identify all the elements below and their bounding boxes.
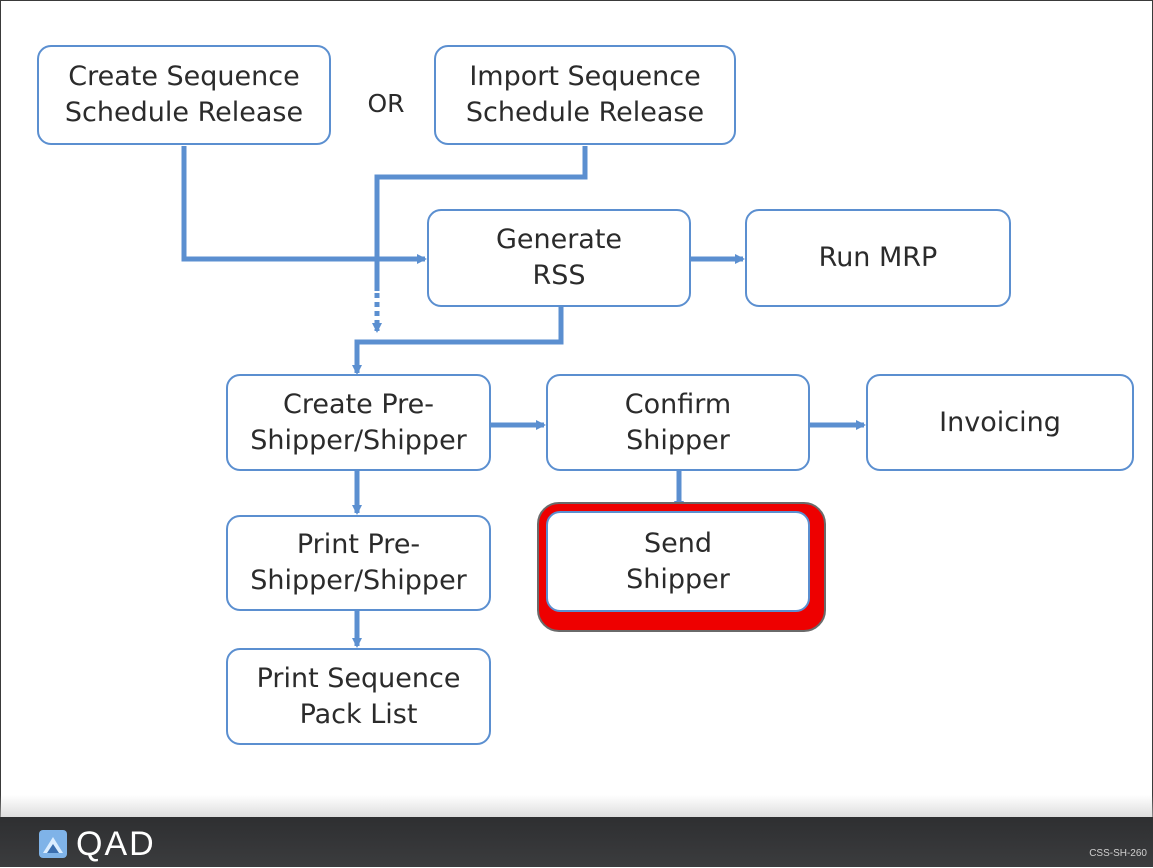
qad-logo-icon [39,830,67,858]
arrow-generate-to-create-shipper [352,307,564,375]
invoicing-box: Invoicing [866,374,1134,471]
print-shipper-label: Print Pre- Shipper/Shipper [250,529,467,596]
create-release-box: Create Sequence Schedule Release [37,45,331,145]
footer-fade [0,795,1153,817]
generate-rss-box: Generate RSS [427,209,691,307]
send-shipper-label: Send Shipper [626,527,730,595]
print-pack-list-box: Print Sequence Pack List [226,648,491,745]
print-pack-list-label: Print Sequence Pack List [256,662,461,730]
print-shipper-box: Print Pre- Shipper/Shipper [226,515,491,611]
footer-bar [0,817,1153,867]
confirm-shipper-box: Confirm Shipper [546,374,810,471]
qad-logo: QAD [38,827,156,861]
import-release-label: Import Sequence Schedule Release [465,61,705,128]
import-release-box: Import Sequence Schedule Release [434,45,736,145]
invoicing-label: Invoicing [939,406,1061,438]
confirm-shipper-label: Confirm Shipper [624,388,732,456]
generate-rss-label: Generate RSS [495,224,623,291]
create-shipper-box: Create Pre- Shipper/Shipper [226,374,491,471]
qad-logo-text: QAD [76,825,156,863]
arrow-create-to-generate [181,146,427,264]
or-label: OR [367,89,405,118]
run-mrp-box: Run MRP [745,209,1011,307]
create-release-label: Create Sequence Schedule Release [64,61,304,128]
slide-id: CSS-SH-260 [1089,848,1147,859]
create-shipper-label: Create Pre- Shipper/Shipper [250,388,467,456]
run-mrp-label: Run MRP [818,242,938,273]
arrow-import-line [374,146,588,291]
send-shipper-box: Send Shipper [546,511,810,612]
